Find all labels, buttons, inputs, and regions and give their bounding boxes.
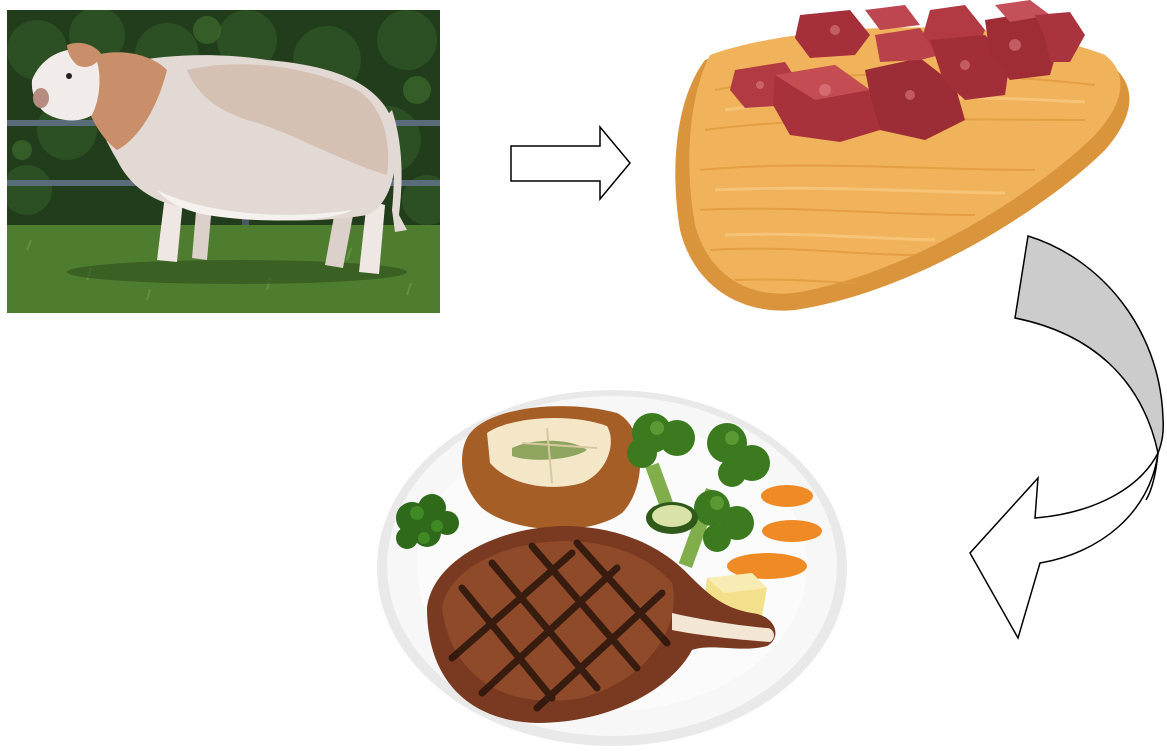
- curved-arrow-icon: [960, 228, 1167, 648]
- right-arrow-icon: [508, 124, 634, 202]
- right-arrow-shape: [508, 124, 634, 202]
- cooked-steak-image: [372, 388, 852, 748]
- bull-image: [7, 10, 440, 313]
- steak-dinner-plate-photo-icon: [372, 388, 852, 748]
- bull-photo-icon: [7, 10, 440, 313]
- curved-arrow-shape: [960, 228, 1167, 648]
